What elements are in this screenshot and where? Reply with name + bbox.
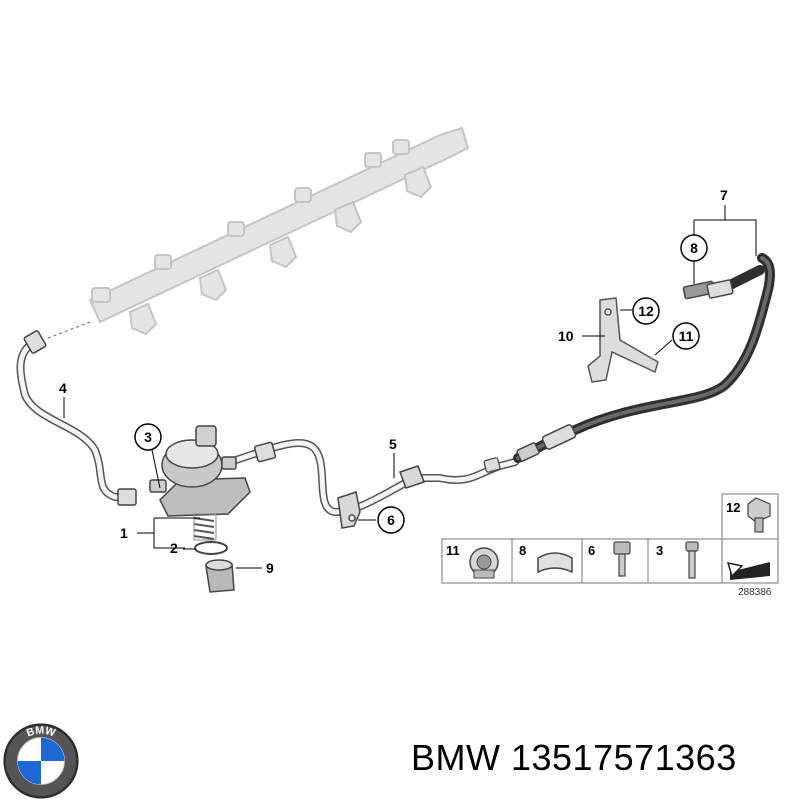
svg-text:3: 3 — [144, 429, 152, 445]
svg-text:12: 12 — [726, 500, 740, 515]
callout-3: 3 — [134, 423, 162, 451]
legend-item-8: 8 — [519, 543, 573, 574]
callout-7: 7 — [720, 187, 728, 203]
callout-6: 6 — [377, 506, 405, 534]
callout-11: 11 — [672, 322, 700, 350]
roller-tappet-9 — [205, 559, 235, 593]
svg-text:6: 6 — [387, 512, 395, 528]
bmw-logo-icon: BMW — [3, 723, 79, 799]
fuel-line-5 — [226, 438, 519, 517]
fuel-rail — [88, 126, 470, 336]
fuel-line-4 — [16, 330, 137, 506]
svg-text:BMW: BMW — [25, 725, 58, 740]
dashed-leader — [47, 321, 91, 339]
clamp-6 — [337, 465, 425, 529]
callout-9: 9 — [266, 560, 274, 576]
callout-4: 4 — [59, 380, 67, 396]
svg-text:12: 12 — [638, 303, 654, 319]
legend-item-12: 12 — [726, 497, 771, 533]
o-ring-2 — [194, 541, 228, 555]
pump-spring — [193, 513, 217, 541]
fuel-hose-7 — [513, 253, 775, 463]
bracket-10 — [587, 297, 659, 383]
part-number-caption: BMW 13517571363 — [411, 737, 737, 778]
injector-mounts — [91, 139, 433, 336]
svg-text:11: 11 — [679, 328, 694, 344]
callout-10: 10 — [558, 328, 574, 344]
svg-text:11: 11 — [446, 543, 460, 558]
callout-1: 1 — [120, 525, 128, 541]
diagram-ref-number: 288386 — [738, 587, 772, 598]
callout-2: 2 — [170, 540, 178, 556]
callout-8: 8 — [680, 234, 708, 262]
svg-text:8: 8 — [690, 240, 698, 256]
svg-text:6: 6 — [588, 543, 595, 558]
parts-legend: 11 8 6 3 12 288386 — [441, 493, 779, 598]
callout-5: 5 — [389, 436, 397, 452]
legend-item-11: 11 — [446, 543, 499, 579]
svg-text:8: 8 — [519, 543, 526, 558]
callout-12: 12 — [632, 297, 660, 325]
svg-text:3: 3 — [656, 543, 663, 558]
legend-item-3: 3 — [656, 541, 699, 579]
legend-item-6: 6 — [588, 541, 631, 577]
connector-8 — [682, 279, 734, 300]
arrow-icon — [726, 561, 770, 580]
leader-lines — [63, 205, 757, 569]
high-pressure-pump — [149, 425, 251, 541]
